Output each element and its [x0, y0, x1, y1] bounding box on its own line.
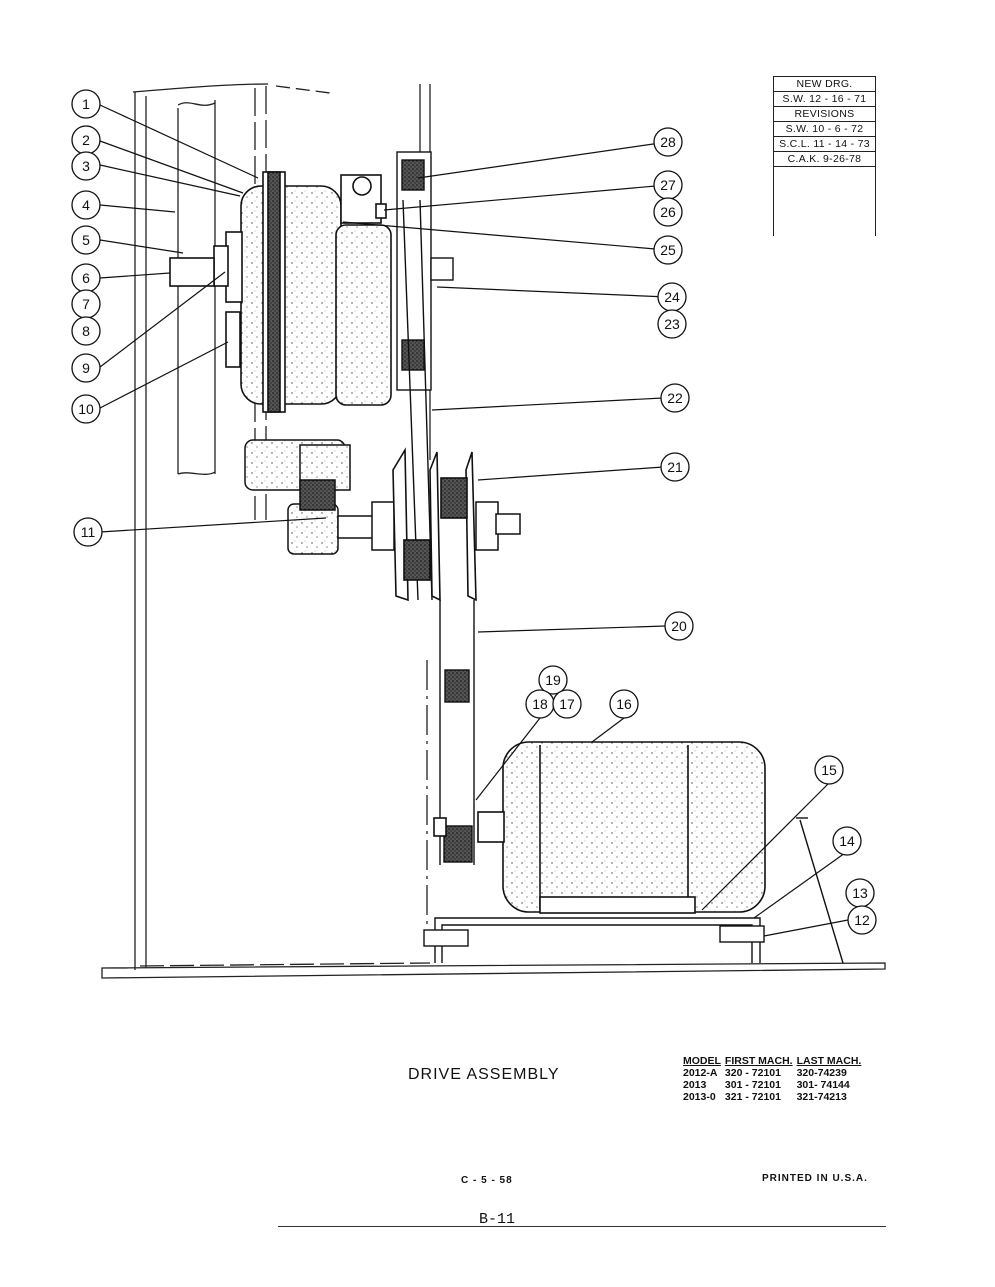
- motor-base: [423, 817, 844, 964]
- svg-text:27: 27: [660, 177, 676, 193]
- document-code: C - 5 - 58: [461, 1175, 513, 1186]
- callout-16: 16: [609, 689, 639, 719]
- svg-text:28: 28: [660, 134, 676, 150]
- svg-text:19: 19: [545, 672, 561, 688]
- callouts-right: 28 27 26 25 24 23 22 21 20: [653, 127, 694, 641]
- svg-text:8: 8: [82, 323, 90, 339]
- svg-text:20: 20: [671, 618, 687, 634]
- svg-text:14: 14: [839, 833, 855, 849]
- svg-text:21: 21: [667, 459, 683, 475]
- svg-text:2: 2: [82, 132, 90, 148]
- callouts-motor: 19 18 17 16 15 14 13 12: [525, 665, 877, 935]
- svg-text:10: 10: [78, 401, 94, 417]
- callout-7: 7: [71, 289, 101, 319]
- drawing-title: DRIVE ASSEMBLY: [408, 1066, 560, 1083]
- svg-text:9: 9: [82, 360, 90, 376]
- header-last-mach: LAST MACH.: [796, 1055, 862, 1067]
- svg-text:25: 25: [660, 242, 676, 258]
- model-cell: 2013-0: [683, 1091, 716, 1103]
- callouts-left: 1 2 3 4 5 6 7 8 9 10 11: [71, 89, 103, 547]
- callout-15: 15: [814, 755, 844, 785]
- callout-9: 9: [71, 353, 101, 383]
- last-mach-cell: 301- 74144: [796, 1079, 850, 1091]
- callout-1: 1: [71, 89, 101, 119]
- motor: [433, 741, 766, 914]
- revision-row: REVISIONS: [774, 107, 875, 122]
- table-row: 2012-A 320 - 72101 320-74239: [683, 1067, 865, 1079]
- svg-text:18: 18: [532, 696, 548, 712]
- printed-in-usa: PRINTED IN U.S.A.: [762, 1173, 868, 1184]
- table-row: 2013 301 - 72101 301- 74144: [683, 1079, 865, 1091]
- svg-text:26: 26: [660, 204, 676, 220]
- callout-2: 2: [71, 125, 101, 155]
- svg-text:3: 3: [82, 158, 90, 174]
- revision-row: S.W. 10 - 6 - 72: [774, 122, 875, 137]
- svg-text:22: 22: [667, 390, 683, 406]
- callout-18: 18: [525, 689, 555, 719]
- svg-text:23: 23: [664, 316, 680, 332]
- footer-rule: [278, 1226, 886, 1227]
- first-mach-cell: 321 - 72101: [724, 1091, 781, 1103]
- callout-23: 23: [657, 309, 687, 339]
- upper-belt: [396, 151, 454, 601]
- svg-text:11: 11: [81, 524, 96, 540]
- header-first-mach: FIRST MACH.: [724, 1055, 793, 1067]
- callout-17: 17: [552, 689, 582, 719]
- svg-text:7: 7: [82, 296, 90, 312]
- svg-text:4: 4: [82, 197, 90, 213]
- callout-10: 10: [71, 394, 101, 424]
- last-mach-cell: 320-74239: [796, 1067, 847, 1079]
- callout-14: 14: [832, 826, 862, 856]
- svg-text:15: 15: [821, 762, 837, 778]
- callout-25: 25: [653, 235, 683, 265]
- triple-pulley: [392, 447, 477, 602]
- callout-13: 13: [845, 878, 875, 908]
- revision-row: NEW DRG.: [774, 76, 875, 92]
- table-row: 2013-0 321 - 72101 321-74213: [683, 1091, 865, 1103]
- first-mach-cell: 320 - 72101: [724, 1067, 781, 1079]
- callout-26: 26: [653, 197, 683, 227]
- svg-text:5: 5: [82, 232, 90, 248]
- callout-11: 11: [73, 517, 103, 547]
- callout-28: 28: [653, 127, 683, 157]
- svg-text:17: 17: [559, 696, 575, 712]
- callout-19: 19: [538, 665, 568, 695]
- callout-20: 20: [664, 611, 694, 641]
- svg-text:13: 13: [852, 885, 868, 901]
- revision-row: S.W. 12 - 16 - 71: [774, 92, 875, 107]
- page-number: B-11: [479, 1211, 516, 1228]
- revision-row: C.A.K. 9-26-78: [774, 152, 875, 167]
- callout-21: 21: [660, 452, 690, 482]
- coupling-assembly: [244, 439, 521, 555]
- model-cell: 2012-A: [683, 1067, 718, 1079]
- revision-row: S.C.L. 11 - 14 - 73: [774, 137, 875, 152]
- callout-8: 8: [71, 316, 101, 346]
- first-mach-cell: 301 - 72101: [724, 1079, 781, 1091]
- model-table-header: MODEL FIRST MACH. LAST MACH.: [683, 1055, 865, 1067]
- callout-12: 12: [847, 905, 877, 935]
- model-cell: 2013: [683, 1079, 707, 1091]
- svg-text:6: 6: [82, 270, 90, 286]
- callout-24: 24: [657, 282, 687, 312]
- callout-4: 4: [71, 190, 101, 220]
- model-table: MODEL FIRST MACH. LAST MACH. 2012-A 320 …: [683, 1055, 865, 1103]
- callout-22: 22: [660, 383, 690, 413]
- last-mach-cell: 321-74213: [796, 1091, 847, 1103]
- svg-text:1: 1: [82, 96, 90, 112]
- svg-text:24: 24: [664, 289, 680, 305]
- callout-6: 6: [71, 263, 101, 293]
- callout-3: 3: [71, 151, 101, 181]
- svg-text:12: 12: [854, 912, 870, 928]
- header-model: MODEL: [683, 1055, 721, 1067]
- leader-lines: [99, 104, 849, 937]
- revision-block: NEW DRG. S.W. 12 - 16 - 71 REVISIONS S.W…: [773, 76, 876, 236]
- callout-5: 5: [71, 225, 101, 255]
- callout-27: 27: [653, 170, 683, 200]
- upper-gearbox: [169, 171, 392, 413]
- svg-text:16: 16: [616, 696, 632, 712]
